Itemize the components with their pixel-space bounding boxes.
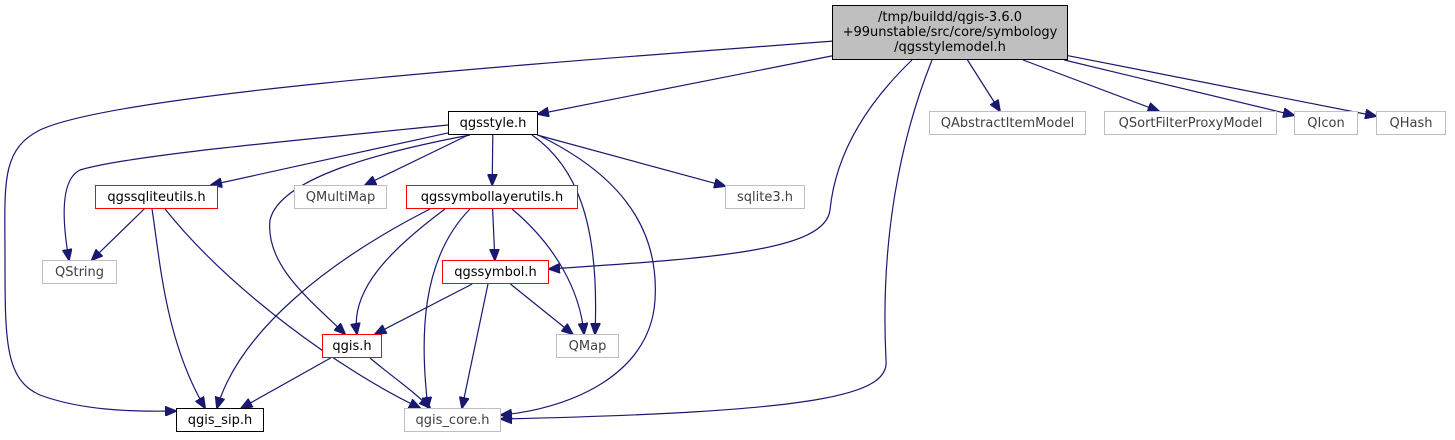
node-sqlite3-h: sqlite3.h (725, 185, 805, 209)
node-qgssymbollayerutils-h[interactable]: qgssymbollayerutils.h (406, 185, 578, 209)
edge-qgsstyle-to-qgssymbollayerutils (492, 134, 493, 185)
node-qgis-sip-h[interactable]: qgis_sip.h (176, 408, 264, 432)
node-qgsstyle-h[interactable]: qgsstyle.h (448, 111, 538, 135)
node-qmap: QMap (556, 334, 619, 358)
edge-qgssqliteutils-to-qgis_sip (151, 208, 205, 408)
edge-qgsstyle-to-qmultimap (365, 134, 469, 185)
node-qicon: QIcon (1294, 111, 1358, 135)
edge-qgsstyle-to-qstring (64, 124, 449, 260)
node-qstring: QString (42, 260, 117, 284)
node-qmultimap: QMultiMap (294, 185, 387, 209)
edge-qgsstyle-to-qmap (531, 134, 596, 334)
edge-qgssqliteutils-to-qstring (92, 208, 145, 260)
edge-qgssymbollayerutils-to-qgis_core (424, 208, 471, 408)
edge-qgssymbol-to-qgis_core (462, 283, 489, 408)
edge-qgssymbollayerutils-to-qgis (356, 208, 446, 334)
edge-root-to-qgssymbol (549, 59, 913, 269)
edge-root-to-qabstractitemmodel (966, 59, 1000, 111)
edge-qgssymbollayerutils-to-qgis_sip (217, 208, 431, 408)
node-qsortfilterproxymodel: QSortFilterProxyModel (1104, 111, 1277, 135)
edge-qgis-to-qgis_sip (241, 357, 331, 408)
node-qhash: QHash (1376, 111, 1446, 135)
edge-root-to-qgis_sip (4, 40, 835, 411)
edge-qgssymbollayerutils-to-qmap (511, 208, 584, 334)
edge-qgsstyle-to-qgis_core (501, 134, 656, 415)
edge-qgssymbollayerutils-to-qgssymbol (493, 208, 495, 260)
node-qgssymbol-h[interactable]: qgssymbol.h (442, 260, 549, 284)
edge-root-to-qgsstyle (538, 55, 833, 114)
edge-root-to-qsortfilterproxymodel (1022, 59, 1159, 111)
edge-qgsstyle-to-qgis (269, 134, 471, 334)
edge-root-to-qgis_core (501, 59, 933, 419)
node-qabstractitemmodel: QAbstractItemModel (929, 111, 1086, 135)
edge-root-to-qhash (1067, 55, 1376, 116)
edge-qgis-to-qgis_core (369, 357, 430, 408)
node-qgssqliteutils-h[interactable]: qgssqliteutils.h (95, 185, 218, 209)
edge-root-to-qicon (1064, 59, 1294, 115)
edge-qgssqliteutils-to-qgis_core (164, 208, 420, 408)
node-qgsstylemodel-h: /tmp/buildd/qgis-3.6.0 +99unstable/src/c… (832, 5, 1068, 60)
node-qgis-h[interactable]: qgis.h (322, 334, 382, 358)
edge-qgsstyle-to-qgssqliteutils (211, 132, 449, 185)
edge-qgsstyle-to-sqlite3 (536, 134, 725, 186)
node-qgis-core-h: qgis_core.h (404, 408, 501, 432)
edge-qgssymbol-to-qgis (375, 283, 473, 334)
edge-qgssymbol-to-qmap (510, 283, 572, 334)
